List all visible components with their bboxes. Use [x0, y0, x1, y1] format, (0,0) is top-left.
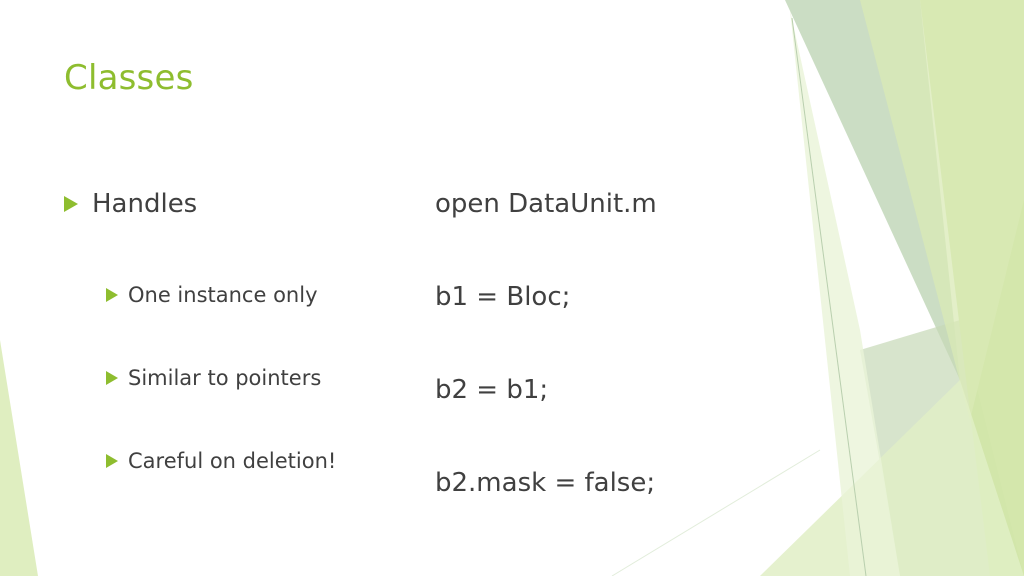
- deco-shape-left: [0, 340, 38, 576]
- sub-bullet-item: Careful on deletion!: [106, 447, 336, 475]
- sub-bullet-label: Similar to pointers: [128, 366, 322, 390]
- sub-bullet-item: One instance only: [106, 281, 318, 309]
- deco-line-thin: [791, 17, 867, 576]
- triangle-right-icon: [106, 454, 118, 468]
- deco-shape-pale-wedge: [790, 10, 900, 576]
- code-line: b1 = Bloc;: [435, 282, 571, 312]
- deco-shape-green-mid: [860, 0, 1024, 420]
- bullet-label: Handles: [92, 189, 198, 219]
- sub-bullet-label: Careful on deletion!: [128, 449, 337, 473]
- sub-bullet-item: Similar to pointers: [106, 364, 321, 392]
- bullet-list: Handles One instance only Similar to poi…: [64, 0, 404, 576]
- bullet-item-handles: Handles: [64, 186, 197, 222]
- deco-shape-light-lower: [760, 380, 1024, 576]
- triangle-right-icon: [106, 371, 118, 385]
- triangle-right-icon: [64, 196, 78, 212]
- triangle-right-icon: [106, 288, 118, 302]
- deco-line-faint: [611, 449, 821, 576]
- code-line: b2.mask = false;: [435, 468, 656, 498]
- code-line: b2 = b1;: [435, 375, 549, 405]
- sub-bullet-label: One instance only: [128, 283, 318, 307]
- slide-title: Classes: [64, 58, 194, 98]
- code-line: open DataUnit.m: [435, 189, 657, 219]
